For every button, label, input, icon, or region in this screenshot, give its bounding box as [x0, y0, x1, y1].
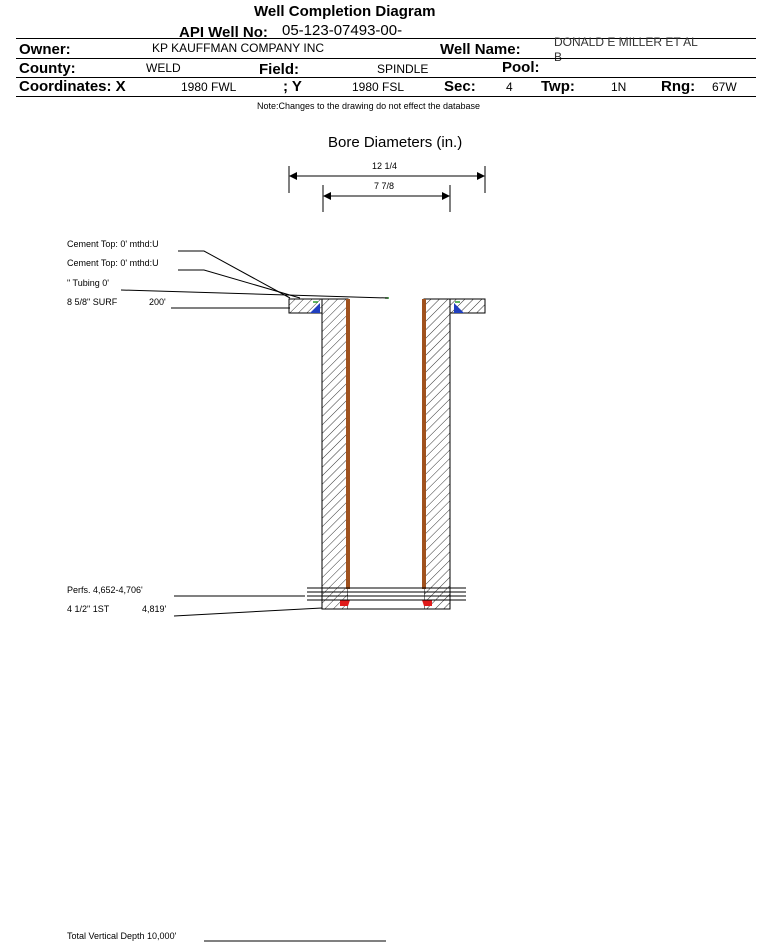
twp-value: 1N: [611, 80, 627, 94]
rng-value: 67W: [712, 80, 737, 94]
coord-y-value: 1980 FSL: [352, 80, 405, 94]
database-note: Note:Changes to the drawing do not effec…: [257, 101, 480, 111]
production-cement-markers: [340, 600, 432, 606]
callout-cement-top-1: Cement Top: 0' mthd:U: [67, 239, 159, 249]
api-label: API Well No:: [179, 24, 268, 41]
well-name-label: Well Name:: [440, 41, 521, 58]
callout-production-depth: 4,819': [142, 604, 167, 614]
api-value: 05-123-07493-00-: [282, 22, 403, 39]
field-label: Field:: [259, 61, 299, 78]
county-value: WELD: [146, 61, 181, 75]
total-depth-label: Total Vertical Depth 10,000': [67, 931, 177, 941]
surface-cement-markers: [310, 301, 464, 313]
bore-title: Bore Diameters (in.): [328, 134, 463, 151]
diagram-title: Well Completion Diagram: [254, 3, 436, 20]
bore-inner-label: 7 7/8: [374, 181, 395, 191]
owner-label: Owner:: [19, 41, 71, 58]
header-rule-2: [16, 58, 756, 59]
bore-outer-label: 12 1/4: [372, 161, 398, 171]
owner-value: KP KAUFFMAN COMPANY INC: [152, 41, 325, 55]
coord-x-label: Coordinates: X: [19, 78, 126, 95]
sec-label: Sec:: [444, 78, 476, 95]
coord-x-value: 1980 FWL: [181, 80, 237, 94]
header-rule-1: [16, 38, 756, 39]
production-casing: [321, 298, 451, 610]
callout-surface-depth: 200': [149, 297, 166, 307]
perforation-lines: [307, 587, 466, 601]
pool-label: Pool:: [502, 59, 540, 76]
rng-label: Rng:: [661, 78, 696, 95]
well-name-value-line2: B: [554, 50, 563, 64]
coord-y-label: ; Y: [283, 78, 302, 95]
callout-cement-top-2: Cement Top: 0' mthd:U: [67, 258, 159, 268]
sec-value: 4: [506, 80, 513, 94]
bore-dimension-outer: [288, 166, 486, 193]
callout-leaders: [120, 250, 389, 942]
header-rule-3: [16, 77, 756, 78]
callout-surface-casing: 8 5/8" SURF: [67, 297, 118, 307]
tubing-string: [346, 299, 426, 589]
callout-perfs: Perfs. 4,652-4,706': [67, 585, 143, 595]
bore-dimension-inner: [322, 185, 451, 212]
callout-tubing: " Tubing 0': [67, 278, 109, 288]
callout-production-casing: 4 1/2" 1ST: [67, 604, 110, 614]
twp-label: Twp:: [541, 78, 575, 95]
field-value: SPINDLE: [377, 62, 429, 76]
well-name-value-line1: DONALD E MILLER ET AL: [554, 35, 698, 49]
header-rule-4: [16, 96, 756, 97]
county-label: County:: [19, 60, 76, 77]
